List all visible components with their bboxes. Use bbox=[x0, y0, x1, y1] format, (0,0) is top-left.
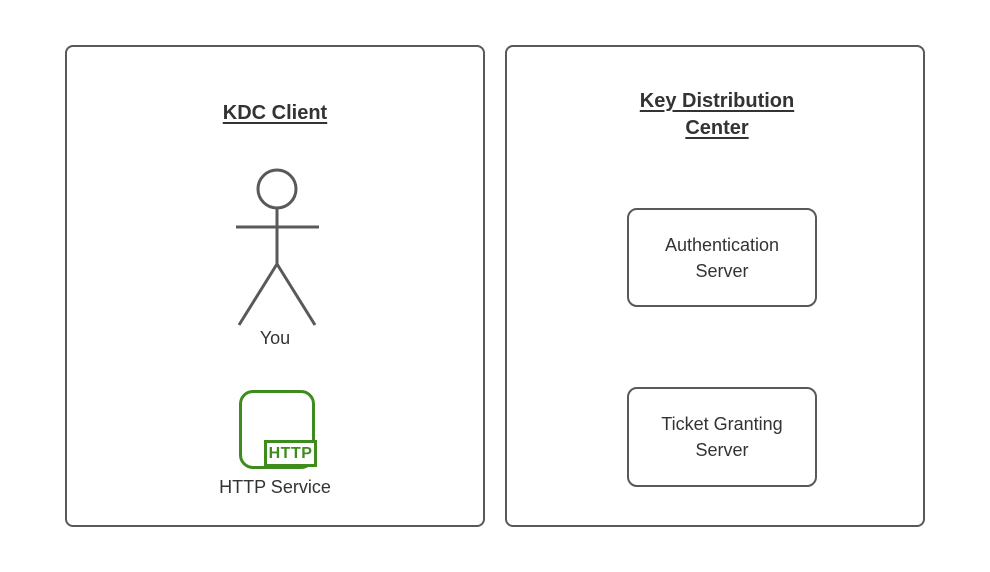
authentication-server-box: Authentication Server bbox=[627, 208, 817, 307]
ticket-granting-server-box: Ticket Granting Server bbox=[627, 387, 817, 487]
http-badge: HTTP bbox=[264, 440, 317, 467]
actor-label: You bbox=[259, 328, 291, 348]
stick-figure-icon bbox=[236, 168, 319, 326]
ticket-granting-server-label: Ticket Granting Server bbox=[661, 414, 783, 460]
authentication-server-label: Authentication Server bbox=[664, 234, 780, 281]
key-distribution-center-title: Key Distribution Center bbox=[639, 90, 795, 139]
key-distribution-center-panel: Key Distribution Center Authentication S… bbox=[505, 45, 925, 527]
kdc-client-panel: KDC Client You HTTP HTTP Service bbox=[65, 45, 485, 527]
http-service-label: HTTP Service bbox=[219, 477, 331, 497]
kdc-client-title: KDC Client bbox=[222, 102, 328, 124]
